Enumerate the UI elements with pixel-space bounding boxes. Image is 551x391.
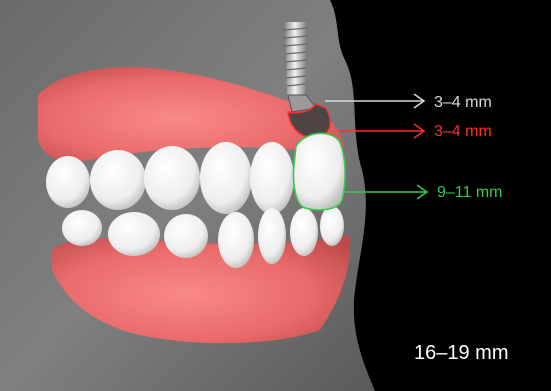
- total-measurement-label: 16–19 mm: [414, 343, 509, 363]
- crown: [293, 133, 345, 210]
- abutment-measurement-label: 3–4 mm: [434, 124, 492, 140]
- crown-measurement-label: 9–11 mm: [437, 185, 503, 201]
- implant-screw: [284, 22, 308, 95]
- implant-measurement-label: 3–4 mm: [434, 95, 492, 111]
